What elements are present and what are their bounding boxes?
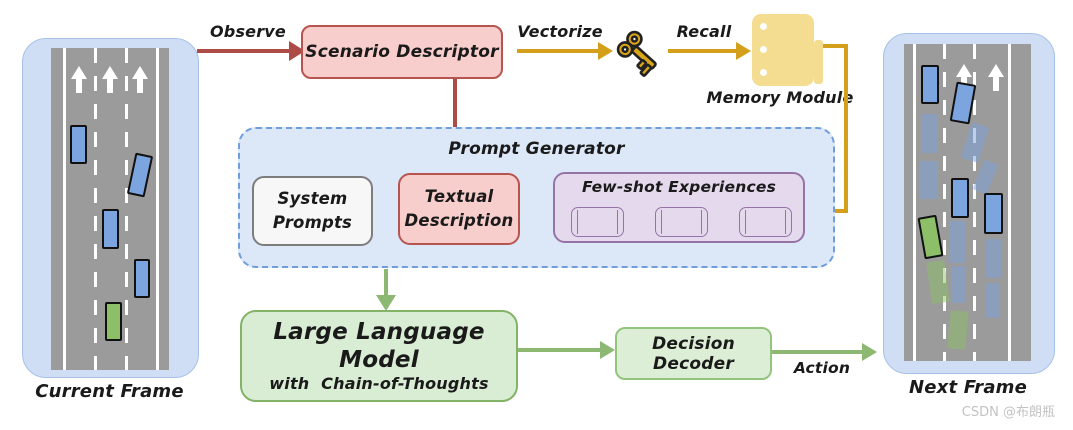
- recall-label: Recall: [676, 22, 732, 41]
- notepad-hole-icon: [760, 23, 767, 30]
- next-frame-panel: [883, 33, 1055, 374]
- blue-car-icon: [921, 65, 939, 104]
- lane-line: [973, 44, 976, 361]
- blue-car-icon: [984, 193, 1003, 234]
- lane-line: [1008, 44, 1011, 361]
- ghost-green-car-icon: [947, 310, 969, 350]
- lane-line: [943, 44, 946, 361]
- llm-node: Large Language Model with Chain-of-Thoug…: [240, 310, 518, 402]
- recall-return-path: [823, 44, 848, 48]
- textual-description-node: Textual Description: [398, 173, 520, 245]
- blue-car-icon: [951, 178, 969, 218]
- llm-subtitle: with Chain-of-Thoughts: [269, 374, 489, 394]
- few-shot-experiences-label: Few-shot Experiences: [582, 178, 776, 196]
- current-frame-panel: [22, 38, 199, 378]
- llm-to-decoder-arrow: [518, 348, 600, 352]
- prompt-generator-title: Prompt Generator: [448, 139, 625, 159]
- memory-module-label: Memory Module: [706, 88, 854, 107]
- ghost-blue-car-icon: [986, 283, 999, 318]
- green-car-icon: [917, 214, 944, 260]
- lane-arrow-icon: [71, 66, 87, 95]
- blue-car-icon: [102, 209, 119, 249]
- next-frame-label: Next Frame: [908, 377, 1028, 398]
- lane-arrow-icon: [132, 66, 148, 95]
- recall-arrowhead: [736, 42, 751, 60]
- lane-arrow-icon: [102, 66, 118, 95]
- system-prompts-node: System Prompts: [252, 176, 373, 246]
- lane-line: [125, 48, 128, 370]
- recall-arrow: [668, 49, 736, 53]
- lane-arrow-icon: [988, 64, 1004, 93]
- scenario-descriptor-node: Scenario Descriptor: [301, 25, 503, 79]
- blue-car-icon: [126, 152, 154, 198]
- watermark: CSDN @布朗瓶: [961, 405, 1055, 420]
- next-frame-road: [904, 44, 1031, 361]
- experience-card-icon: [571, 207, 624, 237]
- observe-label: Observe: [209, 22, 286, 41]
- notepad-icon: [814, 40, 823, 84]
- blue-car-icon: [134, 259, 150, 298]
- vectorize-arrowhead: [598, 42, 613, 60]
- current-frame-label: Current Frame: [35, 381, 184, 402]
- green-car-icon: [105, 302, 122, 341]
- notepad-hole-icon: [760, 46, 767, 53]
- ghost-blue-car-icon: [921, 114, 938, 153]
- observe-arrow: [197, 49, 289, 53]
- ghost-blue-car-icon: [986, 239, 1001, 278]
- lane-line: [94, 48, 97, 370]
- lane-line: [63, 48, 66, 370]
- current-frame-road: [51, 48, 169, 370]
- blue-car-icon: [70, 125, 87, 164]
- notepad-hole-icon: [760, 69, 767, 76]
- ghost-green-car-icon: [926, 259, 950, 305]
- key-icon: [616, 30, 657, 77]
- action-arrowhead: [862, 343, 877, 361]
- few-shot-experiences-node: Few-shot Experiences: [553, 172, 805, 243]
- ghost-blue-car-icon: [951, 266, 966, 303]
- llm-title: Large Language Model: [273, 318, 485, 373]
- prompt-arrow: [384, 269, 388, 296]
- decision-decoder-node: Decision Decoder: [615, 327, 772, 380]
- experience-card-icon: [739, 207, 792, 237]
- experience-card-icon: [655, 207, 708, 237]
- memory-module-icon: [752, 14, 814, 86]
- ghost-blue-car-icon: [972, 159, 999, 195]
- ghost-blue-car-icon: [949, 221, 966, 263]
- action-label: Action: [793, 359, 851, 377]
- ghost-blue-car-icon: [960, 122, 990, 163]
- describe-arrow: [453, 79, 457, 156]
- lane-line: [913, 44, 916, 361]
- ghost-blue-car-icon: [919, 161, 938, 199]
- prompt-arrowhead: [376, 295, 396, 311]
- vectorize-arrow: [517, 49, 598, 53]
- lane-line: [156, 48, 159, 370]
- vectorize-label: Vectorize: [517, 22, 603, 41]
- recall-return-path: [844, 44, 848, 211]
- action-arrow: [772, 350, 862, 354]
- llm-to-decoder-arrowhead: [600, 341, 615, 359]
